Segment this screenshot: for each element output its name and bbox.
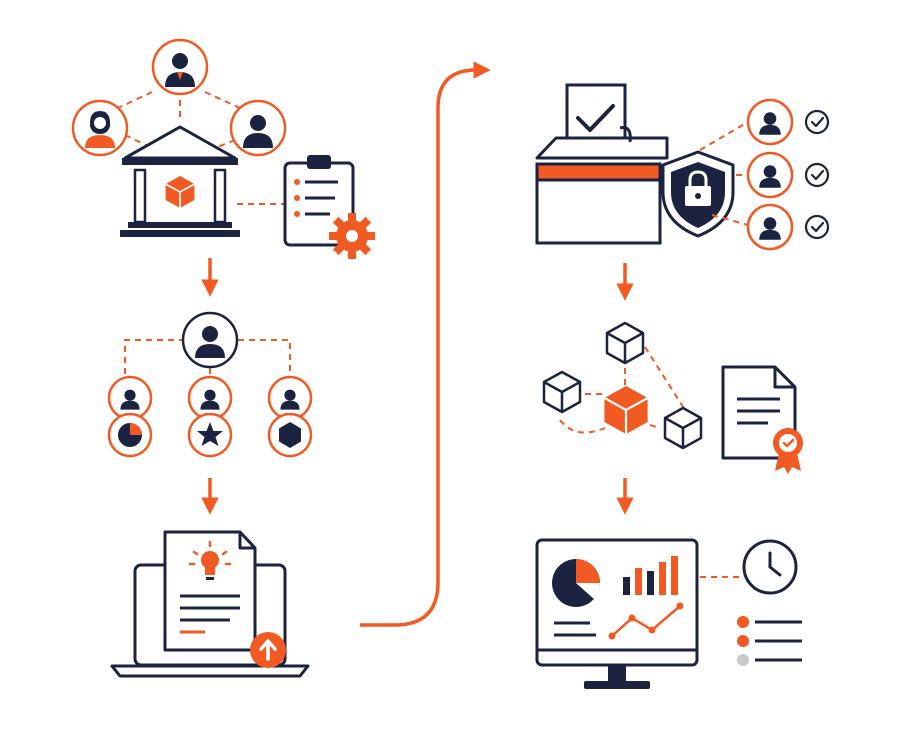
cube-icon bbox=[603, 386, 649, 435]
document-icon bbox=[163, 530, 257, 652]
team-member bbox=[267, 375, 313, 458]
cube-icon bbox=[542, 370, 582, 414]
document-settings-icon bbox=[283, 155, 375, 259]
star-icon bbox=[197, 422, 223, 446]
cube-icon bbox=[605, 321, 645, 365]
ballot-box-icon bbox=[535, 83, 669, 245]
check-icon bbox=[804, 162, 830, 188]
person-icon bbox=[71, 99, 129, 157]
voter-row bbox=[746, 151, 830, 199]
cube-icon bbox=[663, 406, 703, 450]
person-icon bbox=[229, 99, 287, 157]
flow-arrow-connector bbox=[360, 61, 491, 627]
upload-icon bbox=[250, 632, 286, 668]
dashboard-text-lines bbox=[554, 621, 596, 637]
gear-icon bbox=[329, 213, 375, 259]
voter-connectors bbox=[699, 121, 749, 226]
pie-chart-icon bbox=[552, 559, 601, 607]
team-member bbox=[107, 375, 153, 458]
shield-lock-icon bbox=[661, 150, 735, 238]
voter-row bbox=[746, 203, 830, 251]
team-connectors bbox=[124, 339, 291, 380]
check-icon bbox=[804, 109, 830, 135]
check-icon bbox=[804, 214, 830, 240]
lightbulb-icon bbox=[188, 540, 232, 580]
block-connectors bbox=[559, 346, 686, 434]
bar-chart-icon bbox=[623, 556, 678, 595]
voter-row bbox=[746, 98, 830, 146]
pie-chart-icon bbox=[118, 423, 142, 447]
institution-icon bbox=[120, 125, 240, 237]
team-lead-icon bbox=[181, 311, 239, 369]
list-icon bbox=[737, 616, 802, 666]
badge-icon bbox=[773, 428, 803, 474]
line-chart-icon bbox=[608, 602, 684, 640]
team-member bbox=[187, 375, 233, 458]
hexagon-icon bbox=[279, 422, 301, 448]
certificate-icon bbox=[721, 365, 803, 474]
person-icon bbox=[151, 38, 209, 96]
clock-icon bbox=[742, 539, 798, 595]
